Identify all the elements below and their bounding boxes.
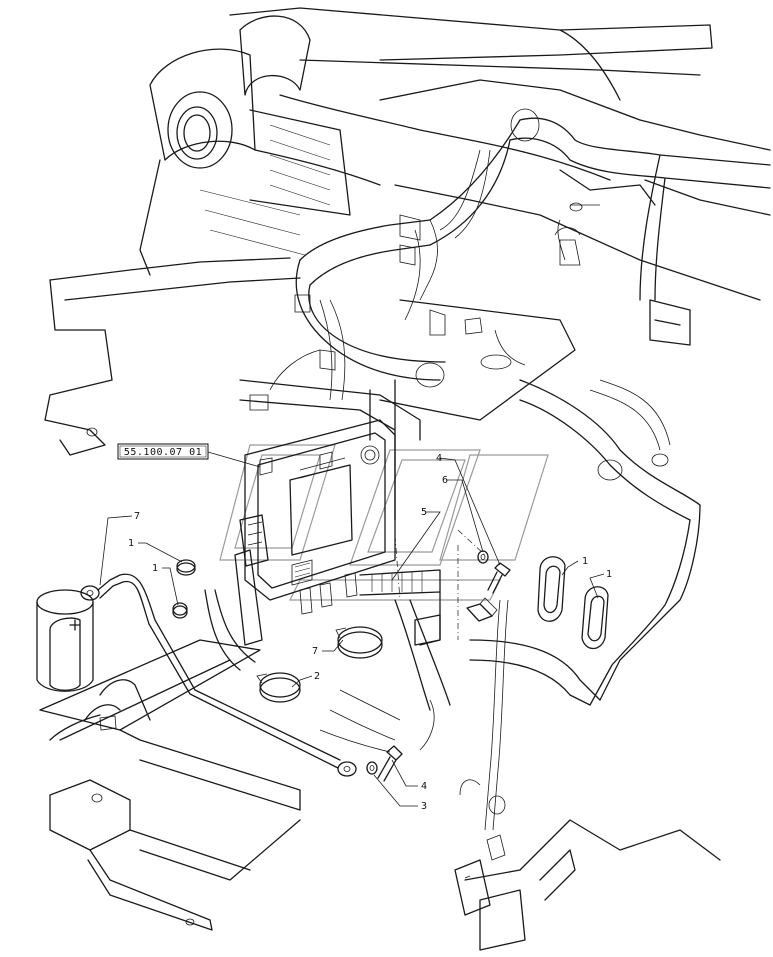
callout-2-band-clamp: 2 <box>314 671 320 682</box>
ribbon-cable <box>359 569 441 646</box>
hose-clamp-parts-1 <box>172 556 609 650</box>
lower-chassis <box>36 589 301 931</box>
callout-1-clamp-right-lower: 1 <box>606 569 612 580</box>
control-unit-module <box>234 419 396 646</box>
callout-3-washer: 3 <box>421 801 427 812</box>
lower-hoses <box>204 589 601 831</box>
callout-4-bolt-lower: 4 <box>421 781 427 792</box>
reference-box: 55.100.07 01 <box>117 443 261 468</box>
lower-right-frame <box>454 779 721 951</box>
callout-1-clamp-lower: 1 <box>152 563 158 574</box>
callout-1-clamp-upper: 1 <box>128 538 134 549</box>
callouts: 7 1 1 4 6 5 1 1 7 2 4 3 <box>99 453 612 812</box>
loader-frame <box>44 7 771 521</box>
callout-6-washer: 6 <box>442 475 448 486</box>
callout-1-clamp-right-upper: 1 <box>582 556 588 567</box>
reference-box-label: 55.100.07 01 <box>124 447 202 458</box>
alignment-lines <box>394 529 486 640</box>
connector-plug <box>466 597 498 622</box>
ground-cable-part-7 <box>80 573 357 777</box>
callout-7-band-clamp: 7 <box>312 646 318 657</box>
bolt-washer-parts <box>366 550 511 782</box>
callout-5-ribbon: 5 <box>421 507 427 518</box>
band-clamp-parts-2 <box>256 626 383 703</box>
wire-harness <box>249 108 771 706</box>
watermark-logo <box>219 444 549 601</box>
callout-7-ground-cable: 7 <box>134 511 140 522</box>
callout-4-bolt-right: 4 <box>436 453 442 464</box>
